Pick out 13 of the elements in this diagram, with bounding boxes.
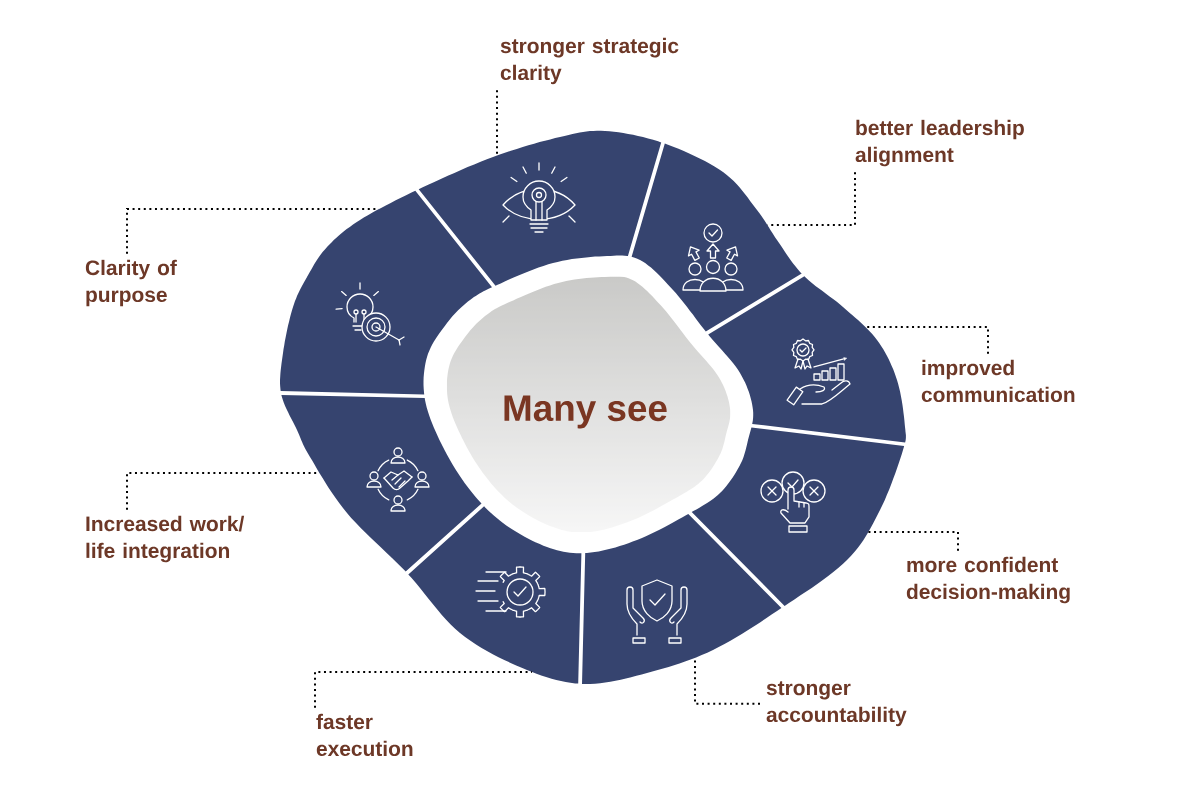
leader-line (496, 89, 498, 157)
callout-label: more confident decision-making (906, 556, 1070, 604)
callout-label: faster execution (316, 713, 413, 757)
callout-label: Increased work/ life integration (86, 515, 245, 563)
callout-label: improved communication (921, 359, 1075, 403)
leader-line (864, 326, 989, 355)
leader-line (766, 171, 856, 226)
callout-label: stronger strategic clarity (500, 37, 679, 85)
callout-label: stronger accountability (766, 681, 907, 727)
callout-label: Clarity of purpose (85, 259, 177, 307)
leader-line (314, 671, 533, 709)
callout-label: better leadership alignment (855, 119, 1024, 167)
leader-line (867, 531, 959, 552)
